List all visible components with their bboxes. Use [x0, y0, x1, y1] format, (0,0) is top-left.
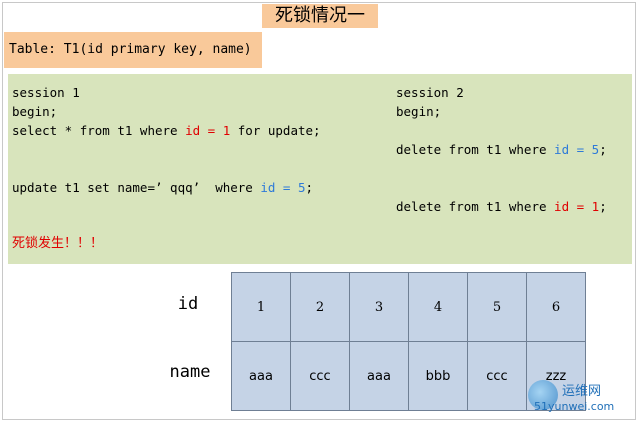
watermark: 运维网 51yunwei.com [528, 378, 636, 418]
session2-delete-2: delete from t1 where id = 1; [396, 199, 607, 215]
slide-title: 死锁情况一 [262, 4, 378, 28]
name-cell: ccc [467, 341, 527, 411]
session2-delete-1: delete from t1 where id = 5; [396, 142, 607, 158]
id-cell: 2 [290, 272, 350, 342]
watermark-main-text: 运维网 [562, 384, 602, 399]
records-table: 1 2 3 4 5 6 aaa ccc aaa bbb ccc zzz [231, 272, 586, 411]
row-label-name: name [169, 362, 211, 382]
session1-header: session 1 [12, 85, 80, 100]
session2-delete-2-prefix: delete from t1 where [396, 199, 555, 214]
session2-delete-1-cond: id = 5 [554, 142, 600, 157]
table-row: aaa ccc aaa bbb ccc zzz [231, 341, 586, 411]
session2-delete-1-prefix: delete from t1 where [396, 142, 555, 157]
name-cell: bbb [408, 341, 468, 411]
session1-select: select * from t1 where id = 1 for update… [12, 123, 321, 139]
session2-delete-2-suffix: ; [599, 199, 607, 214]
session2-delete-1-suffix: ; [599, 142, 607, 157]
session1-update: update t1 set name=’ qqq’ where id = 5; [12, 180, 313, 196]
session2-delete-2-cond: id = 1 [554, 199, 600, 214]
name-cell: ccc [290, 341, 350, 411]
session1-update-suffix: ; [305, 180, 314, 195]
deadlock-notice: 死锁发生！！！ [12, 236, 104, 251]
id-cell: 1 [231, 272, 291, 342]
sessions-panel: session 1 begin; select * from t1 where … [8, 74, 632, 264]
id-cell: 3 [349, 272, 409, 342]
session1-update-cond: id = 5 [260, 180, 306, 195]
watermark-logo-icon [528, 380, 558, 410]
id-cell: 6 [526, 272, 586, 342]
id-cell: 4 [408, 272, 468, 342]
session1-begin: begin; [12, 104, 58, 119]
table-definition: Table: T1(id primary key, name) [4, 32, 262, 68]
session1-select-cond: id = 1 [185, 123, 231, 138]
watermark-sub-text: 51yunwei.com [534, 400, 615, 413]
session2-header: session 2 [396, 85, 464, 100]
session1-update-prefix: update t1 set name=’ qqq’ where [12, 180, 261, 195]
slide-frame [2, 2, 636, 420]
session1-select-suffix: for update; [230, 123, 321, 138]
id-cell: 5 [467, 272, 527, 342]
row-label-id: id [177, 294, 199, 314]
name-cell: aaa [231, 341, 291, 411]
session2-begin: begin; [396, 104, 442, 119]
session1-select-prefix: select * from t1 where [12, 123, 186, 138]
name-cell: aaa [349, 341, 409, 411]
table-row: 1 2 3 4 5 6 [231, 272, 586, 342]
